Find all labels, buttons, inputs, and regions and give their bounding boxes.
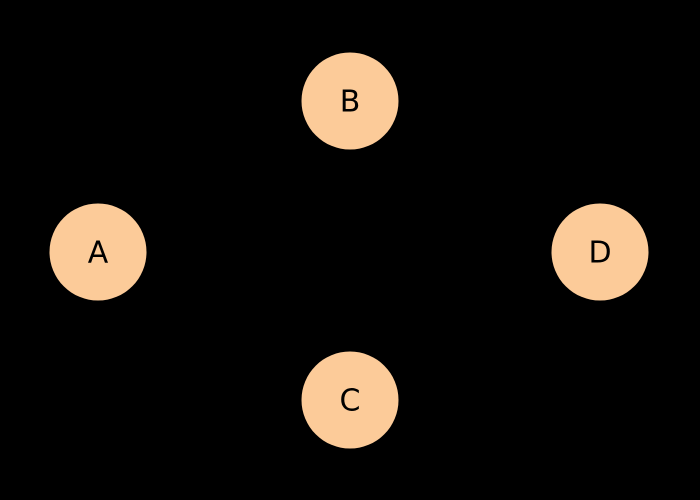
node-b-circle[interactable] [301, 52, 399, 150]
edge-b-d [349, 100, 601, 253]
node-c[interactable]: C [301, 351, 399, 449]
nodes-layer: A B C D [49, 52, 649, 449]
node-d-label: D [588, 236, 611, 271]
node-b-label: B [340, 85, 361, 120]
edge-a-b [97, 100, 351, 253]
node-d-circle[interactable] [551, 203, 649, 301]
node-d[interactable]: D [551, 203, 649, 301]
node-a-circle[interactable] [49, 203, 147, 301]
node-b[interactable]: B [301, 52, 399, 150]
node-a[interactable]: A [49, 203, 147, 301]
node-c-label: C [340, 384, 361, 419]
node-a-label: A [88, 236, 109, 271]
node-c-circle[interactable] [301, 351, 399, 449]
edge-c-a [97, 251, 351, 401]
